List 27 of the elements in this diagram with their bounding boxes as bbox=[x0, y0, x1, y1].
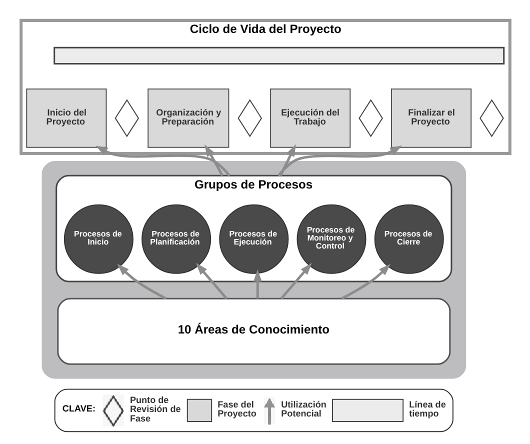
legend-label: Fase del Proyecto bbox=[217, 400, 256, 419]
node-box: Inicio del Proyecto bbox=[26, 88, 106, 148]
legend-label: Línea de tiempo bbox=[408, 400, 446, 419]
node-diamond bbox=[479, 99, 504, 138]
node-box: Ejecución del Trabajo bbox=[270, 88, 350, 148]
arrow bbox=[278, 144, 296, 176]
node-circle: Procesos de Inicio bbox=[63, 204, 133, 274]
arrow bbox=[204, 144, 223, 176]
node-box: Finalizar el Proyecto bbox=[390, 88, 472, 148]
arrow bbox=[195, 262, 228, 300]
legend-label: Utilización Potencial bbox=[280, 400, 326, 419]
arrow bbox=[116, 264, 166, 300]
node-circle: Procesos de Ejecución bbox=[218, 204, 288, 274]
arrow bbox=[95, 146, 230, 176]
node-diamond bbox=[237, 99, 262, 138]
node-diamond bbox=[358, 99, 382, 138]
node-box: 10 Áreas de Conocimiento bbox=[56, 298, 450, 365]
arrow bbox=[280, 262, 312, 300]
node-bar bbox=[53, 46, 504, 65]
label: CLAVE: bbox=[62, 404, 95, 414]
node-diamond bbox=[114, 99, 139, 138]
arrow bbox=[276, 146, 402, 176]
arrow bbox=[340, 264, 390, 300]
arrow bbox=[252, 269, 262, 298]
node-circle: Procesos de Cierre bbox=[374, 204, 444, 274]
legend-label: Punto de Revisión de Fase bbox=[129, 395, 180, 424]
node-box: Organización y Preparación bbox=[147, 88, 229, 148]
